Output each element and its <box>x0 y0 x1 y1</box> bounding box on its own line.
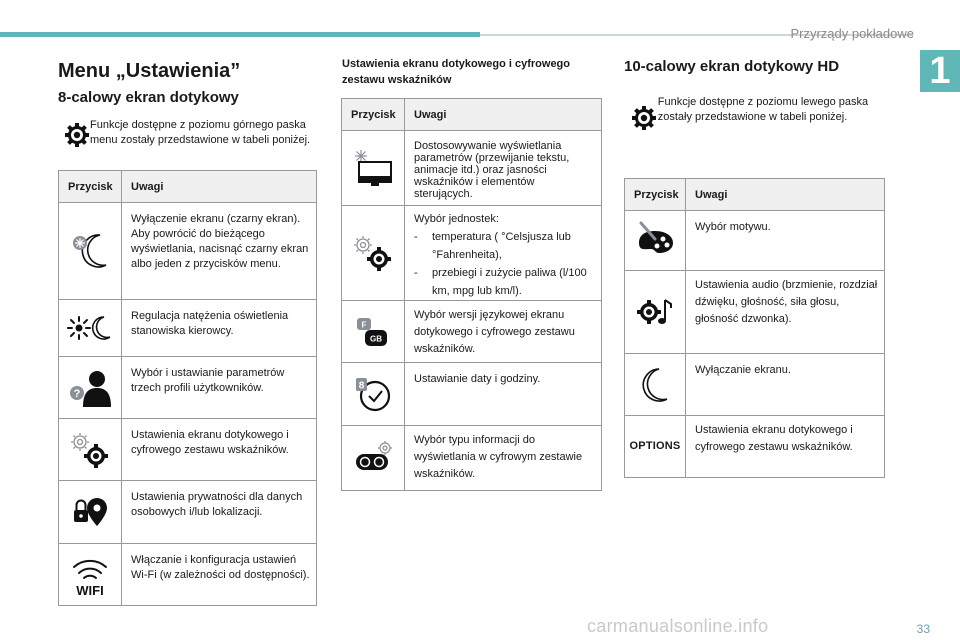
intro-10inch: Funkcje dostępne z poziomu lewego paska … <box>624 95 886 131</box>
options-label: OPTIONS <box>629 440 681 452</box>
table-row: Dostosowywanie wyświetlania parametrów (… <box>341 130 602 206</box>
table-row: WIFI Włączanie i konfiguracja ustawień W… <box>58 543 317 606</box>
row-text: Wybór motywu. <box>685 210 885 271</box>
brightness-icon <box>58 299 122 357</box>
palette-icon <box>624 210 686 271</box>
clock-label: 8 <box>359 381 365 392</box>
list-item: temperatura ( °Celsjusza lub °Fahrenheit… <box>414 228 595 264</box>
units-intro: Wybór jednostek: <box>414 213 499 225</box>
language-label-top: F <box>362 320 367 329</box>
table-display-settings: Przycisk Uwagi Dostosowywanie wyświetlan… <box>341 98 602 491</box>
header-accent-bar <box>0 32 480 37</box>
intro-8inch: Funkcje dostępne z poziomu górnego paska… <box>58 118 318 148</box>
table-row: Regulacja natężenia oświetlenia stanowis… <box>58 299 317 357</box>
screen-settings-icon <box>341 130 405 206</box>
section-title-8inch: 8-calowy ekran dotykowy <box>58 89 239 106</box>
svg-text:?: ? <box>74 388 81 400</box>
col-header-notes: Uwagi <box>121 170 317 203</box>
section-heading-display-settings: Ustawienia ekranu dotykowego i cyfrowego… <box>342 58 570 86</box>
row-text: Ustawienia prywatności dla danych osobow… <box>121 480 317 544</box>
chapter-tab: 1 <box>920 50 960 92</box>
left-column: Menu „Ustawienia” 8-calowy ekran dotykow… <box>58 60 318 148</box>
table-row: Wybór motywu. <box>624 210 885 271</box>
units-gears-icon <box>341 205 405 301</box>
user-profile-icon: ? <box>58 356 122 419</box>
table-row: 8 Ustawianie daty i godziny. <box>341 362 602 426</box>
running-head: Przyrządy pokładowe <box>790 26 914 41</box>
moon-dim-icon <box>58 202 122 300</box>
col-header-button: Przycisk <box>58 170 122 203</box>
intro-text: Funkcje dostępne z poziomu górnego paska… <box>90 119 311 146</box>
section-title-10inch: 10-calowy ekran dotykowy HD <box>624 58 840 75</box>
table-row: Wyłączenie ekranu (czarny ekran). Aby po… <box>58 202 317 300</box>
table-row: Wyłączanie ekranu. <box>624 353 885 416</box>
wifi-label: WIFI <box>76 583 103 597</box>
row-text: Wybór wersji językowej ekranu dotykowego… <box>404 300 602 363</box>
header-rule <box>480 34 913 36</box>
watermark: carmanualsonline.info <box>587 616 769 636</box>
gear-icon <box>624 95 658 131</box>
list-item: przebiegi i zużycie paliwa (l/100 km, mp… <box>414 264 595 300</box>
page-title: Menu „Ustawienia” <box>58 60 241 82</box>
row-text: Włączanie i konfiguracja ustawień Wi-Fi … <box>121 543 317 606</box>
moon-icon <box>624 353 686 416</box>
row-text: Dostosowywanie wyświetlania parametrów (… <box>404 130 602 206</box>
gauge-gear-icon <box>341 425 405 491</box>
col-header-button: Przycisk <box>624 178 686 211</box>
page-number: 33 <box>916 622 930 636</box>
table-row: Wybór jednostek: temperatura ( °Celsjusz… <box>341 205 602 301</box>
row-text: Ustawienia ekranu dotykowego i cyfrowego… <box>685 415 885 478</box>
row-text: Wybór jednostek: temperatura ( °Celsjusz… <box>404 205 602 301</box>
privacy-icon <box>58 480 122 544</box>
units-list: temperatura ( °Celsjusza lub °Fahrenheit… <box>414 228 595 300</box>
col-header-button: Przycisk <box>341 98 405 131</box>
row-text: Regulacja natężenia oświetlenia stanowis… <box>121 299 317 357</box>
table-8inch: Przycisk Uwagi Wyłączenie ekranu (czarny… <box>58 170 317 606</box>
table-row: Ustawienia audio (brzmienie, rozdział dź… <box>624 270 885 354</box>
language-label-bottom: GB <box>370 334 382 343</box>
row-text: Wybór i ustawianie parametrów trzech pro… <box>121 356 317 419</box>
clock-icon: 8 <box>341 362 405 426</box>
row-text: Ustawianie daty i godziny. <box>404 362 602 426</box>
wifi-icon: WIFI <box>58 543 122 606</box>
table-row: OPTIONS Ustawienia ekranu dotykowego i c… <box>624 415 885 478</box>
language-icon: F GB <box>341 300 405 363</box>
gear-icon <box>58 118 90 148</box>
col-header-notes: Uwagi <box>685 178 885 211</box>
table-10inch: Przycisk Uwagi Wybór motywu. Ustaw <box>624 178 885 478</box>
table-row: Wybór typu informacji do wyświetlania w … <box>341 425 602 491</box>
col-header-notes: Uwagi <box>404 98 602 131</box>
two-gears-icon <box>58 418 122 481</box>
table-row: ? Wybór i ustawianie parametrów trzech p… <box>58 356 317 419</box>
row-text: Ustawienia ekranu dotykowego i cyfrowego… <box>121 418 317 481</box>
table-row: Ustawienia ekranu dotykowego i cyfrowego… <box>58 418 317 481</box>
table-row: F GB Wybór wersji językowej ekranu dotyk… <box>341 300 602 363</box>
row-text: Wyłączanie ekranu. <box>685 353 885 416</box>
intro-text: Funkcje dostępne z poziomu lewego paska … <box>657 96 869 123</box>
row-text: Wybór typu informacji do wyświetlania w … <box>404 425 602 491</box>
table-row: Ustawienia prywatności dla danych osobow… <box>58 480 317 544</box>
options-icon: OPTIONS <box>624 415 686 478</box>
audio-gear-icon <box>624 270 686 354</box>
row-text: Ustawienia audio (brzmienie, rozdział dź… <box>685 270 885 354</box>
row-text: Wyłączenie ekranu (czarny ekran). Aby po… <box>121 202 317 300</box>
